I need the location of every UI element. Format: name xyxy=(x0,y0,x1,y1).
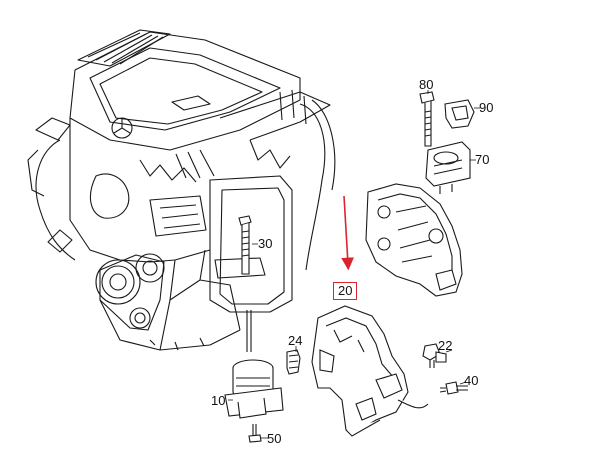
callout-90: 90 xyxy=(479,100,494,115)
engine-illustration xyxy=(27,29,336,351)
part-40-bolt xyxy=(439,381,468,395)
part-22-bolt xyxy=(422,343,447,368)
part-90-clip xyxy=(444,99,475,129)
callout-20-highlighted: 20 xyxy=(333,282,358,300)
part-10-engine-mount xyxy=(224,310,284,419)
callout-80: 80 xyxy=(419,77,434,92)
part-24-stud xyxy=(286,349,301,375)
callout-30: 30 xyxy=(258,236,273,251)
leader-lines xyxy=(228,90,480,439)
callout-40: 40 xyxy=(464,373,479,388)
transmission-bracket xyxy=(365,183,463,297)
callout-50: 50 xyxy=(267,431,282,446)
part-50-bolt xyxy=(248,424,262,443)
callout-10: 10 xyxy=(211,393,226,408)
highlight-arrow xyxy=(341,195,355,271)
part-80-bolt xyxy=(419,91,435,147)
callout-22: 22 xyxy=(438,338,453,353)
part-20-bracket xyxy=(311,305,429,437)
part-70-mount xyxy=(425,141,471,194)
callout-24: 24 xyxy=(288,333,303,348)
callout-70: 70 xyxy=(475,152,490,167)
part-30-bolt xyxy=(238,215,252,275)
